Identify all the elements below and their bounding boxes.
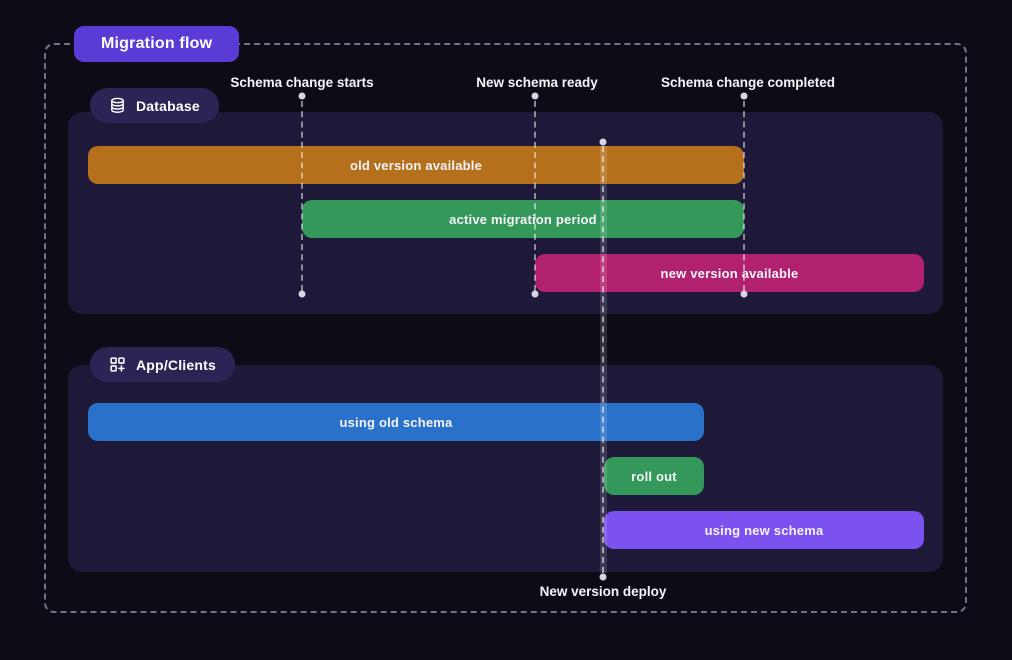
- milestone-label-schema-change-completed: Schema change completed: [660, 75, 836, 90]
- milestone-dot-top: [531, 92, 539, 100]
- app-clients-lane-label: App/Clients: [136, 356, 216, 373]
- database-lane-pill: Database: [90, 88, 219, 123]
- diagram-frame: [44, 43, 967, 613]
- bar-label: active migration period: [449, 211, 597, 227]
- milestone-dot-top: [298, 92, 306, 100]
- deploy-dot-top: [599, 138, 607, 146]
- apps-plus-icon: [109, 356, 126, 373]
- title-badge: Migration flow: [74, 26, 240, 62]
- bar-active-migration-period: active migration period: [302, 200, 744, 238]
- bar-roll-out: roll out: [604, 457, 704, 495]
- milestone-line-schema-change-completed: [743, 101, 745, 291]
- bar-new-version-available: new version available: [535, 254, 924, 292]
- milestone-dot-bottom: [531, 290, 539, 298]
- app-clients-lane-pill: App/Clients: [90, 347, 235, 382]
- milestone-line-schema-change-starts: [301, 101, 303, 291]
- bar-label: new version available: [660, 265, 799, 281]
- deploy-marker-label: New version deploy: [539, 584, 667, 599]
- deploy-marker-line: [600, 146, 607, 573]
- database-lane-label: Database: [136, 97, 200, 114]
- milestone-line-new-schema-ready: [534, 101, 536, 291]
- deploy-dot-bottom: [599, 573, 607, 581]
- bar-label: using new schema: [704, 522, 824, 538]
- milestone-dot-bottom: [740, 290, 748, 298]
- database-icon: [109, 97, 126, 114]
- bar-using-old-schema: using old schema: [88, 403, 704, 441]
- milestone-dot-bottom: [298, 290, 306, 298]
- bar-label: using old schema: [339, 414, 453, 430]
- bar-label: old version available: [349, 157, 483, 173]
- milestone-dot-top: [740, 92, 748, 100]
- bar-using-new-schema: using new schema: [604, 511, 924, 549]
- milestone-label-schema-change-starts: Schema change starts: [230, 75, 374, 90]
- bar-old-version-available: old version available: [88, 146, 744, 184]
- milestone-label-new-schema-ready: New schema ready: [476, 75, 598, 90]
- bar-label: roll out: [631, 468, 677, 484]
